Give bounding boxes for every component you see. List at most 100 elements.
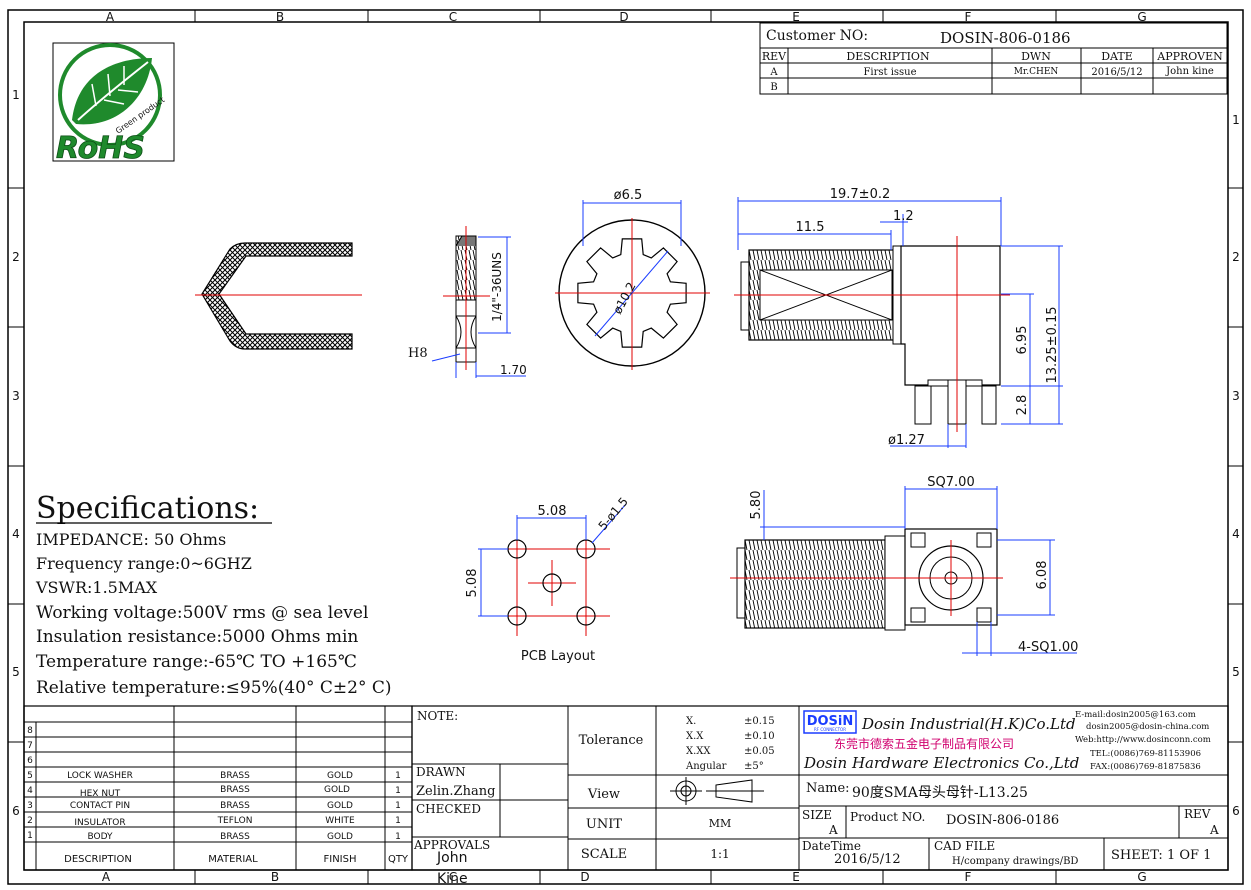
rev-header-dwn: DWN xyxy=(1021,50,1051,63)
name-value: 90度SMA母头母针-L13.25 xyxy=(852,785,1028,801)
rev-row-a-description: First issue xyxy=(863,67,916,78)
zone-right-6: 6 xyxy=(1232,804,1240,818)
height-1-dim: 6.95 xyxy=(1015,326,1030,355)
zone-top-a: A xyxy=(106,10,115,24)
drawn-by: Zelin.Zhang xyxy=(416,784,495,799)
name-label: Name: xyxy=(806,781,850,796)
bom-header-description: DESCRIPTION xyxy=(64,854,132,865)
datetime-label: DateTime xyxy=(802,839,861,853)
size-value: A xyxy=(828,823,838,837)
pcb-pitch-x-dim: 5.08 xyxy=(538,504,567,519)
unit-label: UNIT xyxy=(586,817,622,832)
approvals-label: APPROVALS xyxy=(413,838,490,852)
dust-cap-view xyxy=(195,242,362,350)
zone-labels-top: A B C D E F G xyxy=(106,10,1147,24)
bom-row-4-qty: 1 xyxy=(395,786,401,796)
size-label: SIZE xyxy=(802,808,832,822)
bom-row-1-no: 1 xyxy=(27,831,33,841)
tol-x-label: X. xyxy=(686,716,696,727)
hex-nut-view: 1/4"-36UNS 1.70 H8 xyxy=(408,226,527,378)
tolerance-label: Tolerance xyxy=(579,733,644,748)
scale-label: SCALE xyxy=(581,847,627,862)
hex-thread-dim: 1/4"-36UNS xyxy=(490,252,504,322)
rohs-logo: Green product RoHS xyxy=(52,42,175,166)
bom-row-2-material: TEFLON xyxy=(217,816,253,826)
zone-top-d: D xyxy=(619,10,628,24)
spec-working-voltage: Working voltage:500V rms @ sea level xyxy=(36,603,368,623)
bom-table: 8 7 6 5 4 3 2 1 LOCK WASHER HEX NUT CONT… xyxy=(23,705,413,871)
spec-temperature-range: Temperature range:-65℃ TO +165℃ xyxy=(36,652,357,672)
bom-row-1-material: BRASS xyxy=(220,832,250,842)
company-email: E-mail:dosin2005@163.com xyxy=(1075,710,1196,720)
cad-file-value: H/company drawings/BD xyxy=(952,856,1078,867)
rev-header-date: DATE xyxy=(1101,50,1133,63)
sheet-frame xyxy=(7,9,1244,885)
spec-relative-temperature: Relative temperature:≤95%(40° C±2° C) xyxy=(36,678,392,698)
spec-impedance: IMPEDANCE: 50 Ohms xyxy=(36,530,226,549)
dosin-logo-text: DOSiN xyxy=(807,714,854,729)
bom-row-7-no: 7 xyxy=(27,741,33,751)
tol-xx-label: X.X xyxy=(686,731,704,742)
rev-row-b-rev: B xyxy=(770,82,777,93)
rev-row-a-date: 2016/5/12 xyxy=(1091,67,1142,78)
bom-row-3-finish: GOLD xyxy=(327,801,353,811)
bom-row-5-qty: 1 xyxy=(395,771,401,781)
specifications: Specifications: IMPEDANCE: 50 Ohms Frequ… xyxy=(35,491,392,698)
company-name-en-2: Dosin Hardware Electronics Co.,Ltd xyxy=(803,754,1079,772)
bom-row-3-qty: 1 xyxy=(395,801,401,811)
bom-row-3-material: BRASS xyxy=(220,801,250,811)
tol-xxx-label: X.XX xyxy=(686,746,711,757)
tol-angular-value: ±5° xyxy=(744,761,764,772)
hex-size-dim: H8 xyxy=(408,346,428,361)
product-no-label: Product NO. xyxy=(850,810,925,824)
bom-row-5-finish: GOLD xyxy=(327,771,353,781)
rev-header-description: DESCRIPTION xyxy=(846,50,930,63)
zone-left-4: 4 xyxy=(12,527,20,541)
company-email-2: dosin2005@dosin-china.com xyxy=(1086,722,1209,732)
rev-row-a-dwn: Mr.CHEN xyxy=(1014,67,1059,77)
bom-row-5-material: BRASS xyxy=(220,771,250,781)
approvals-by: John xyxy=(436,850,467,866)
overall-length-dim: 19.7±0.2 xyxy=(830,187,891,202)
body-inner-dim: 6.08 xyxy=(1035,561,1050,590)
zone-left-2: 2 xyxy=(12,250,20,264)
customer-label: Customer NO: xyxy=(766,28,868,44)
bom-header-finish: FINISH xyxy=(324,854,357,865)
pin-diameter-dim: ø1.27 xyxy=(888,433,925,448)
zone-labels-right: 1 2 3 4 5 6 xyxy=(1232,113,1240,818)
zone-bottom-b: B xyxy=(271,870,279,884)
bom-row-3-description: CONTACT PIN xyxy=(70,801,130,811)
cad-file-label: CAD FILE xyxy=(934,839,995,853)
bom-row-2-description: INSULATOR xyxy=(74,818,125,828)
zone-top-f: F xyxy=(965,10,972,24)
body-square-dim: SQ7.00 xyxy=(927,475,974,490)
pcb-layout-label: PCB Layout xyxy=(521,649,595,664)
height-total-dim: 13.25±0.15 xyxy=(1045,306,1060,383)
connector-front-view: SQ7.00 5.80 6.08 4-SQ1.00 xyxy=(730,475,1078,656)
zone-labels-bottom: A B C D E F G xyxy=(102,870,1147,884)
checked-label: CHECKED xyxy=(416,802,481,816)
datetime-value: 2016/5/12 xyxy=(834,852,901,867)
bom-row-4-no: 4 xyxy=(27,786,33,796)
rohs-ring-icon xyxy=(58,43,162,147)
bom-row-3-no: 3 xyxy=(27,801,33,811)
bom-header-qty: QTY xyxy=(388,854,409,865)
company-name-en-1: Dosin Industrial(H.K)Co.Ltd xyxy=(861,715,1076,733)
spec-frequency: Frequency range:0~6GHZ xyxy=(36,554,252,573)
drawn-label: DRAWN xyxy=(416,765,466,779)
zone-top-b: B xyxy=(276,10,284,24)
zone-left-3: 3 xyxy=(12,389,20,403)
company-name-cn: 东莞市德索五金电子制品有限公司 xyxy=(834,736,1014,751)
company-fax: FAX:(0086)769-81875836 xyxy=(1090,761,1201,772)
bom-row-8-no: 8 xyxy=(27,726,33,736)
bom-row-4-description: HEX NUT xyxy=(80,789,121,799)
note-label: NOTE: xyxy=(417,709,458,723)
zone-bottom-c: C xyxy=(449,870,457,884)
zone-labels-left: 1 2 3 4 5 6 xyxy=(12,88,20,818)
zone-bottom-a: A xyxy=(102,870,111,884)
rev-row-a-rev: A xyxy=(769,67,778,78)
zone-right-4: 4 xyxy=(1232,527,1240,541)
company-web: Web:http://www.dosinconn.com xyxy=(1075,735,1211,745)
rev-value: A xyxy=(1209,823,1219,837)
